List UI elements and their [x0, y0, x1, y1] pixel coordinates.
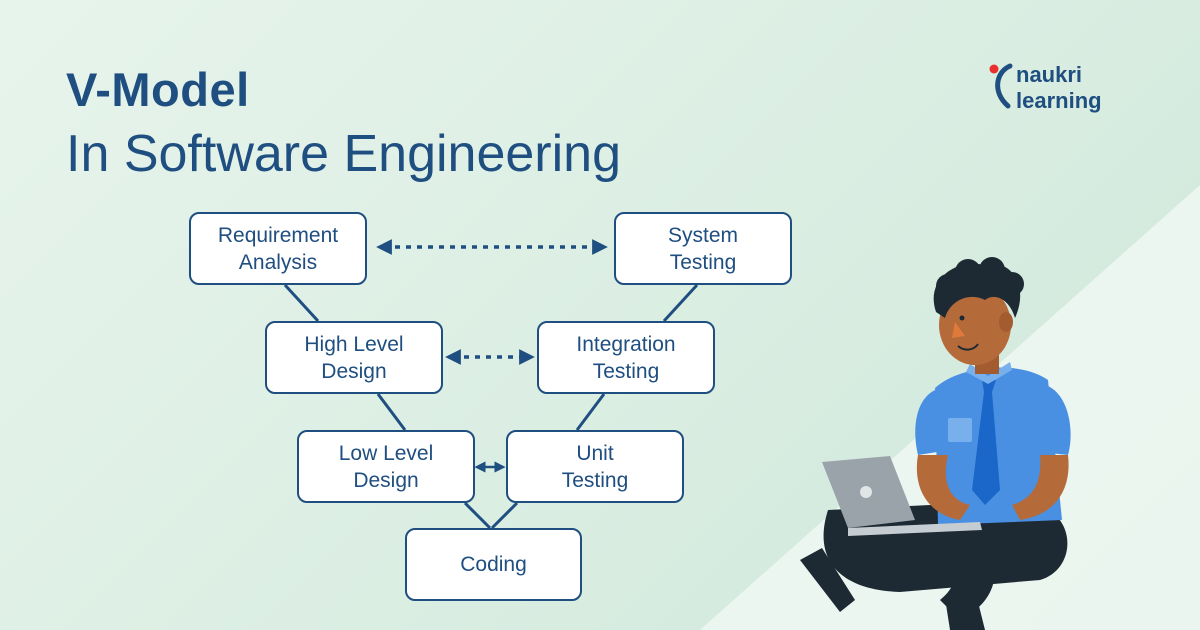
connector-line: [490, 501, 519, 530]
shirt: [935, 367, 1062, 525]
node-integration-testing: Integration Testing: [537, 321, 715, 394]
connector-line: [575, 393, 606, 431]
node-low-level-design: Low Level Design: [297, 430, 475, 503]
node-requirement-analysis: Requirement Analysis: [189, 212, 367, 285]
page-subtitle: In Software Engineering: [66, 125, 622, 183]
connector-line: [376, 393, 407, 431]
connector-line: [662, 283, 699, 323]
logo-text-learning: learning: [1016, 88, 1102, 113]
node-coding: Coding: [405, 528, 582, 601]
connector-line: [283, 283, 320, 323]
page-title: V-Model: [66, 63, 250, 116]
node-system-testing: System Testing: [614, 212, 792, 285]
connector-line: [463, 501, 492, 530]
head: [939, 285, 1011, 365]
tie: [972, 380, 1000, 505]
apple-logo-icon: [860, 486, 872, 498]
shoe: [800, 548, 855, 612]
node-high-level-design: High Level Design: [265, 321, 443, 394]
node-unit-testing: Unit Testing: [506, 430, 684, 503]
logo-swoosh-icon: [989, 63, 1013, 109]
naukri-learning-logo[interactable]: naukri learning: [988, 62, 1138, 118]
logo-text-naukri: naukri: [1016, 62, 1083, 87]
